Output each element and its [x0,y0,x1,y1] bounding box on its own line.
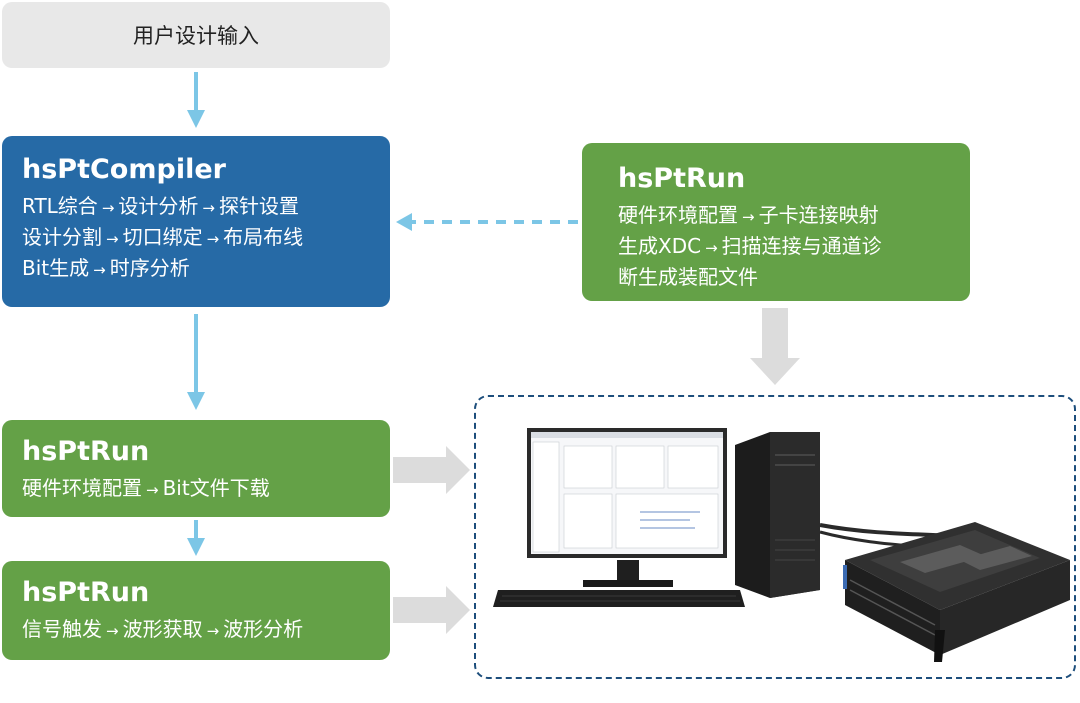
run-bit-step: 硬件环境配置 [22,476,142,500]
hsptrun-bit-box: hsPtRun 硬件环境配置→Bit文件下载 [2,420,390,517]
keyboard-image [493,590,745,607]
step-arrow-icon: → [202,199,215,217]
hw-arrow-right-bit [393,446,470,494]
flow-arrow-bitrun-to-waverun [187,520,205,556]
hsptrun-wave-box: hsPtRun 信号触发→波形获取→波形分析 [2,561,390,660]
run-bit-line: 硬件环境配置→Bit文件下载 [22,474,370,505]
user-design-input-box: 用户设计输入 [2,2,390,68]
run-main-line-3: 断生成装配文件 [618,263,934,292]
run-main-step: 扫描连接与通道诊 [721,234,882,258]
step-arrow-icon: → [106,622,119,640]
compiler-step: Bit生成 [22,256,90,280]
hardware-dashed-frame [474,395,1076,679]
step-arrow-icon: → [146,481,159,499]
hsptrun-wave-title: hsPtRun [22,577,150,608]
compiler-step: 设计分割 [22,225,102,249]
run-main-line-2: 生成XDC→扫描连接与通道诊 [618,232,934,263]
compiler-step: 切口绑定 [122,225,203,249]
compiler-step: 时序分析 [109,256,190,280]
step-arrow-icon: → [705,239,718,257]
run-main-step: 生成XDC [618,234,702,258]
step-arrow-icon: → [206,230,220,248]
run-wave-step: 波形获取 [122,617,203,641]
step-arrow-icon: → [101,199,115,217]
hw-arrow-down [750,308,800,385]
hardware-illustration [493,428,1070,662]
compiler-step: 探针设置 [218,194,299,218]
run-main-step: 子卡连接映射 [758,203,879,227]
run-wave-line: 信号触发→波形获取→波形分析 [22,615,370,646]
step-arrow-icon: → [93,261,106,279]
run-main-step: 硬件环境配置 [618,203,738,227]
flow-arrow-compiler-to-bitrun [187,314,205,410]
user-design-input-label: 用户设计输入 [133,24,259,48]
hsptcompiler-box: hsPtCompiler RTL综合→设计分析→探针设置 设计分割→切口绑定→布… [2,136,390,307]
compiler-row-3: Bit生成→时序分析 [22,254,370,285]
step-arrow-icon: → [206,622,220,640]
run-main-line-1: 硬件环境配置→子卡连接映射 [618,201,934,232]
hsptrun-bit-title: hsPtRun [22,436,150,467]
compiler-row-1: RTL综合→设计分析→探针设置 [22,192,370,223]
step-arrow-icon: → [106,230,119,248]
run-wave-step: 信号触发 [22,617,102,641]
flow-arrow-input-to-compiler [187,72,205,128]
tower-pc-image [735,432,820,598]
hsptcompiler-title: hsPtCompiler [22,154,226,185]
feedback-dashed-arrow [396,213,578,231]
compiler-step: 布局布线 [223,225,304,249]
run-main-step: 断生成装配文件 [618,265,758,289]
run-wave-step: 波形分析 [223,617,304,641]
hsptrun-config-box: hsPtRun 硬件环境配置→子卡连接映射 生成XDC→扫描连接与通道诊 断生成… [582,143,970,301]
prototyping-chassis-image [843,522,1070,662]
compiler-row-2: 设计分割→切口绑定→布局布线 [22,223,370,254]
compiler-step: 设计分析 [118,194,199,218]
compiler-step: RTL综合 [22,194,98,218]
hsptrun-config-title: hsPtRun [618,163,746,194]
run-bit-step: Bit文件下载 [162,476,270,500]
step-arrow-icon: → [742,208,755,226]
hw-arrow-right-wave [393,586,470,634]
monitor-image [527,428,727,587]
